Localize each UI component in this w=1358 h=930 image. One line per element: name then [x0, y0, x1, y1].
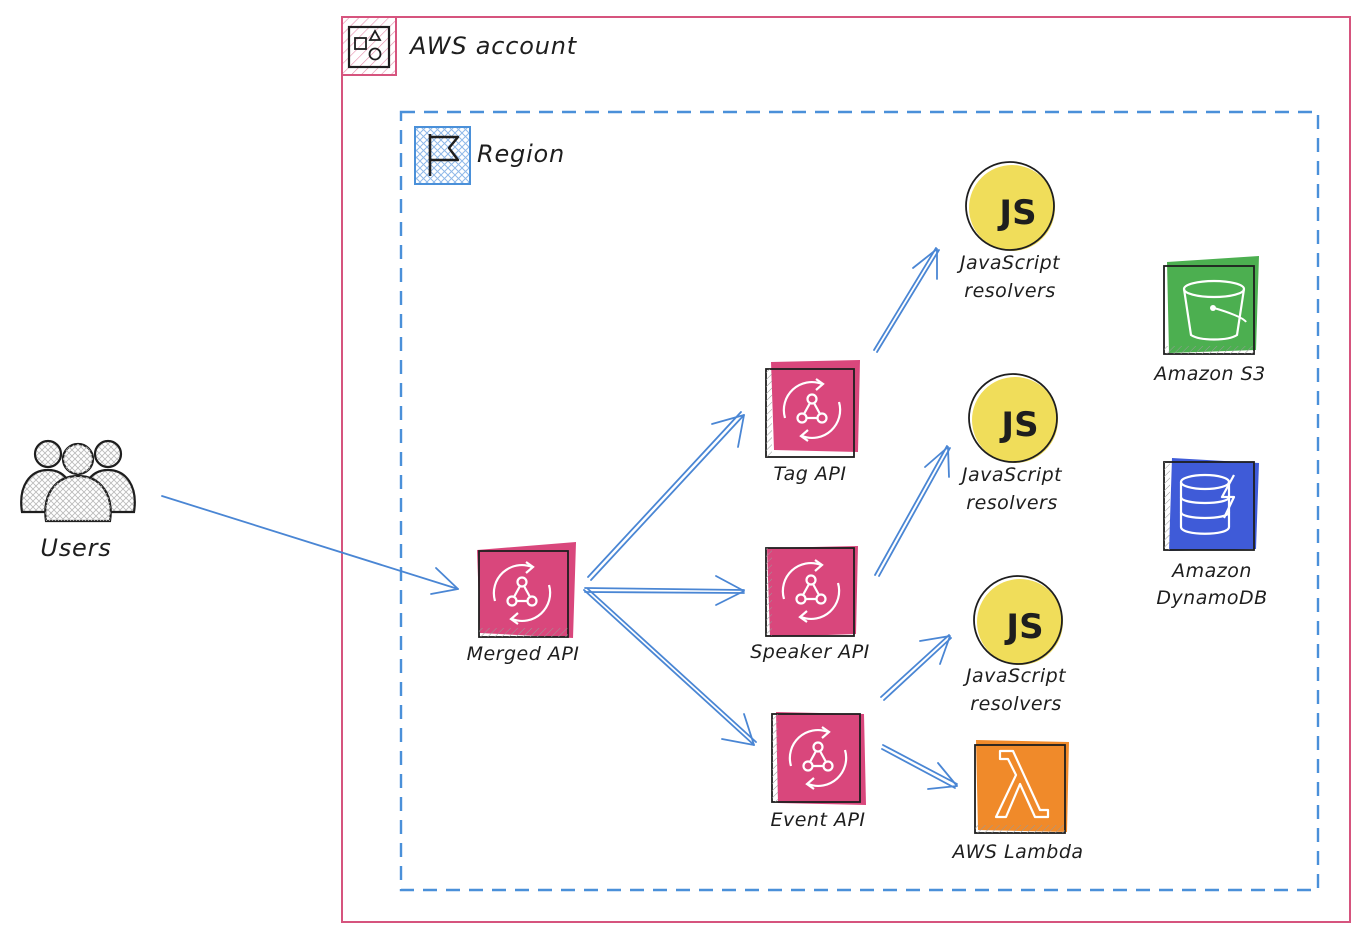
users-node: Users: [20, 439, 136, 562]
arrow-event-to-resolver3: [880, 634, 952, 701]
connection-arrows: [161, 247, 958, 790]
lambda-icon: [974, 740, 1069, 834]
js-icon-text: JS: [999, 405, 1038, 445]
amazon-s3-node: Amazon S3: [1152, 256, 1265, 385]
users-icon: [20, 439, 136, 523]
arrow-speaker-to-resolver2: [874, 445, 951, 577]
users-label: Users: [40, 534, 111, 562]
resolver-label-line1: JavaScript: [962, 665, 1067, 687]
arrow-merged-to-speaker: [584, 575, 745, 606]
amazon-s3-label: Amazon S3: [1152, 363, 1265, 385]
resolver-label-line2: resolvers: [966, 492, 1057, 514]
aws-lambda-node: AWS Lambda: [950, 740, 1083, 863]
appsync-icon: [477, 542, 576, 638]
dynamodb-label-line1: Amazon: [1170, 560, 1252, 582]
amazon-dynamodb-node: Amazon DynamoDB: [1156, 458, 1267, 609]
aws-account-icon: [341, 16, 397, 76]
resolver-label-line2: resolvers: [970, 693, 1061, 715]
appsync-icon: [765, 360, 860, 458]
arrow-users-to-merged: [161, 495, 459, 595]
bucket-icon: [1163, 256, 1259, 355]
javascript-icon: JS: [968, 373, 1058, 463]
javascript-resolver-3: JS JavaScript resolvers: [962, 575, 1067, 715]
arrow-merged-to-tag: [587, 411, 745, 581]
tag-api-label: Tag API: [774, 463, 847, 485]
aws-account-group: AWS account: [341, 16, 1351, 923]
javascript-icon: JS: [973, 575, 1063, 665]
aws-account-label: AWS account: [408, 32, 578, 60]
speaker-api-node: Speaker API: [750, 546, 870, 663]
speaker-api-label: Speaker API: [750, 641, 870, 663]
js-icon-text: JS: [997, 193, 1036, 233]
region-label: Region: [477, 140, 565, 168]
javascript-resolver-1: JS JavaScript resolvers: [956, 161, 1061, 302]
arrow-tag-to-resolver1: [873, 247, 940, 353]
javascript-icon: JS: [965, 161, 1055, 251]
resolver-label-line2: resolvers: [964, 280, 1055, 302]
resolver-label-line1: JavaScript: [958, 464, 1063, 486]
aws-lambda-label: AWS Lambda: [950, 841, 1083, 863]
merged-api-label: Merged API: [467, 643, 580, 665]
arrow-merged-to-event: [583, 588, 757, 746]
flag-icon: [414, 126, 471, 185]
dynamodb-label-line2: DynamoDB: [1156, 587, 1267, 609]
js-icon-text: JS: [1004, 607, 1043, 647]
event-api-label: Event API: [770, 809, 865, 831]
appsync-icon: [765, 546, 858, 637]
event-api-node: Event API: [770, 712, 866, 831]
javascript-resolver-2: JS JavaScript resolvers: [958, 373, 1063, 514]
arrow-event-to-lambda: [881, 744, 958, 790]
database-icon: [1163, 458, 1259, 551]
resolver-label-line1: JavaScript: [956, 252, 1061, 274]
tag-api-node: Tag API: [765, 360, 860, 485]
region-group: Region: [399, 110, 1320, 892]
merged-api-node: Merged API: [467, 542, 580, 665]
appsync-icon: [771, 712, 866, 805]
